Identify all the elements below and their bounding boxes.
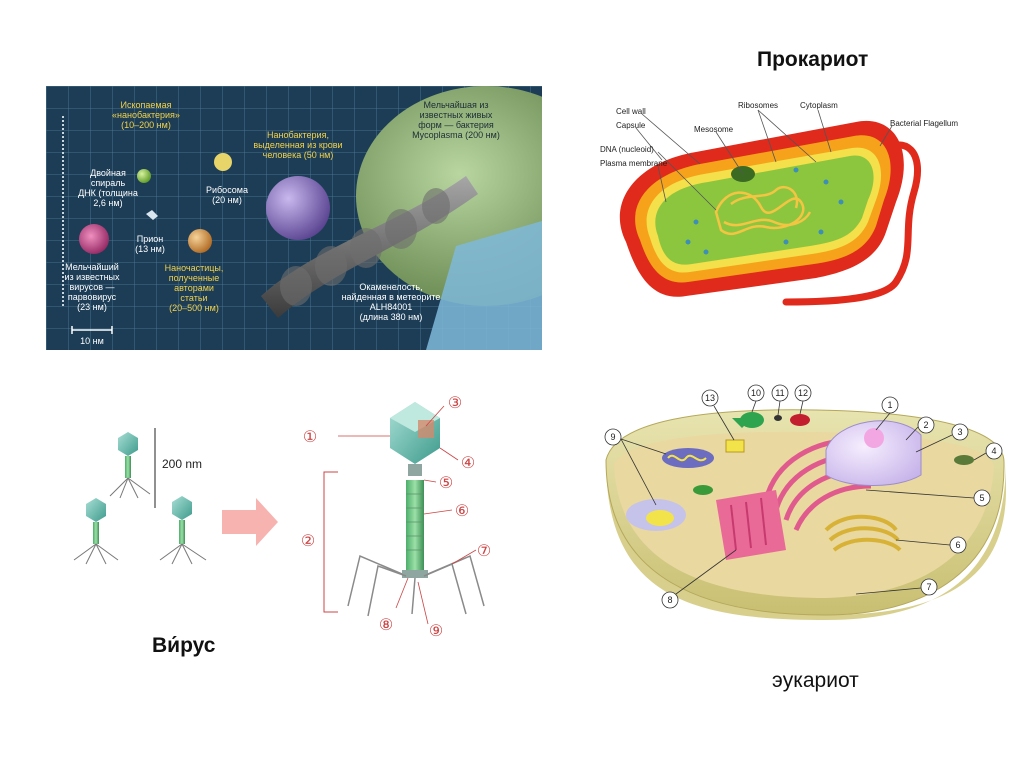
marker-6: ⑥ (455, 503, 469, 520)
cell-marker-3: 3 (957, 427, 962, 437)
label-capsule: Capsule (616, 121, 646, 130)
marker-3: ③ (448, 395, 462, 412)
small-phage-1 (109, 432, 151, 499)
rough-er (716, 490, 786, 560)
blue-crystal (426, 221, 542, 350)
cell-markers: 1 2 3 4 5 6 7 8 9 10 11 12 13 (604, 384, 1003, 609)
ribosome-blob (214, 153, 232, 171)
size-scale-illustration: Ископаемая«нанобактерия»(10–200 нм) Двой… (46, 86, 542, 350)
vesicle-10 (740, 412, 764, 428)
marker-7: ⑦ (477, 543, 491, 560)
vesicle-11 (774, 415, 782, 421)
label-flagellum: Bacterial Flagellum (890, 119, 958, 128)
small-phage-3 (159, 496, 207, 565)
marker-1: ① (303, 429, 317, 446)
rough-er-folds (730, 497, 767, 551)
cell-marker-1: 1 (887, 400, 892, 410)
eukaryote-title: эукариот (772, 669, 859, 692)
bacterium-diagram: Cell wall Capsule DNA (nucleoid) Plasma … (600, 101, 958, 306)
label-cytoplasm: Cytoplasm (800, 101, 838, 110)
label-mesosome: Mesosome (694, 125, 734, 134)
label-ribosomes: Ribosomes (738, 101, 778, 110)
marker-8: ⑧ (379, 617, 393, 634)
label-cell-wall: Cell wall (616, 107, 646, 116)
cell-marker-13: 13 (705, 393, 715, 403)
eukaryotic-cell-diagram: 1 2 3 4 5 6 7 8 9 10 11 12 13 (604, 384, 1006, 620)
nucleoid (714, 185, 812, 236)
cell-marker-10: 10 (751, 388, 761, 398)
vesicle-right (954, 455, 974, 465)
centriole (725, 439, 745, 453)
label-dna-nucleoid: DNA (nucleoid) (600, 145, 654, 154)
vesicle-green (693, 485, 713, 495)
label-plasma-membrane: Plasma membrane (600, 159, 668, 168)
label-ribosome: Рибосома(20 нм) (206, 185, 248, 205)
cell-marker-9: 9 (610, 432, 615, 442)
label-fossil-nanobacteria: Ископаемая«нанобактерия»(10–200 нм) (112, 100, 180, 130)
label-prion: Прион(13 нм) (135, 234, 165, 254)
prokaryote-title: Прокариот (757, 48, 869, 71)
marker-2: ② (301, 533, 315, 550)
fossil-nanobacteria-sphere (137, 169, 151, 183)
prion-shape (146, 210, 158, 220)
mitochondrion-1 (662, 448, 714, 468)
marker-9: ⑨ (429, 623, 443, 640)
virus-title: Ви́рус (152, 634, 216, 657)
nucleolus (864, 428, 884, 448)
cell-marker-7: 7 (926, 582, 931, 592)
marker-5: ⑤ (439, 475, 453, 492)
size-label: 200 nm (162, 457, 202, 471)
golgi-apparatus (824, 514, 902, 552)
nanoparticle-sphere (188, 229, 212, 253)
flagellum (782, 141, 922, 306)
small-phage-2 (73, 498, 119, 565)
cell-marker-8: 8 (667, 595, 672, 605)
cell-marker-4: 4 (991, 446, 996, 456)
cell-marker-6: 6 (955, 540, 960, 550)
cell-marker-12: 12 (798, 388, 808, 398)
nanobacterium-sphere (266, 176, 330, 240)
parvovirus-sphere (79, 224, 109, 254)
cell-marker-2: 2 (923, 420, 928, 430)
bacteriophage-diagram: 200 nm (73, 395, 491, 640)
nucleus (825, 420, 922, 486)
tail-bracket (323, 471, 338, 613)
pink-arrow (222, 498, 278, 546)
cell-marker-11: 11 (775, 388, 784, 398)
cell-marker-5: 5 (979, 493, 984, 503)
label-scale-bar: 10 нм (80, 336, 104, 346)
marker-4: ④ (461, 455, 475, 472)
vesicle-12 (790, 414, 810, 426)
